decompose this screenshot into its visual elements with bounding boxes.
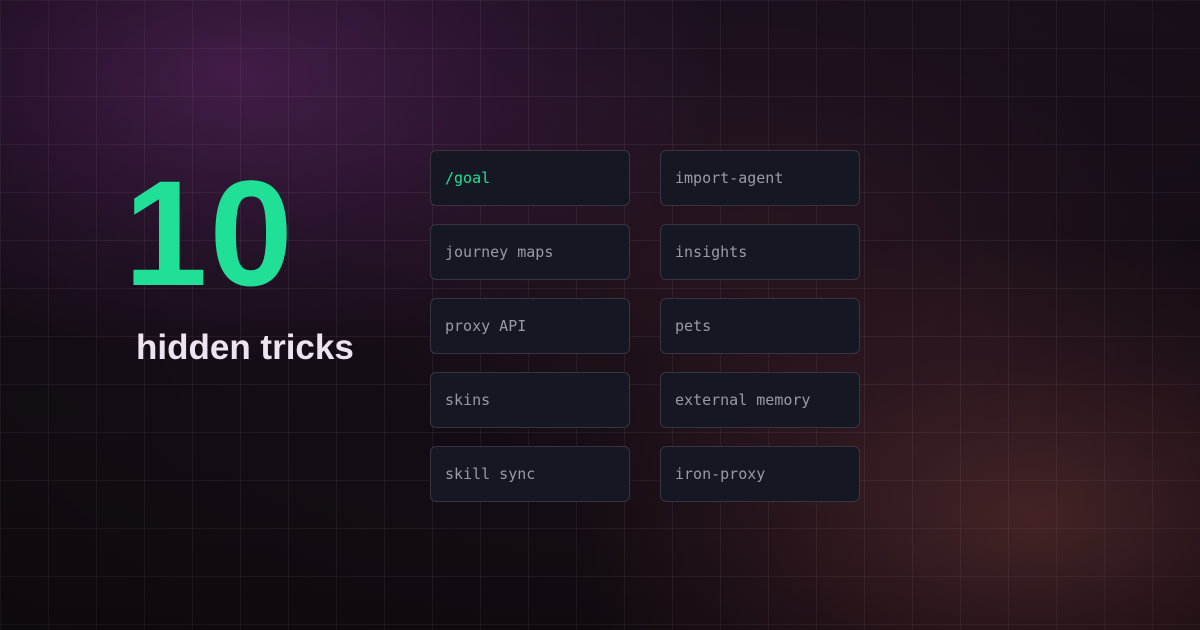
trick-label: skins [445, 391, 491, 409]
tricks-grid: /goal import-agent journey maps insights… [430, 150, 862, 502]
trick-label: /goal [445, 169, 491, 187]
trick-tile-iron-proxy: iron-proxy [660, 446, 860, 502]
trick-tile-skill-sync: skill sync [430, 446, 630, 502]
trick-tile-pets: pets [660, 298, 860, 354]
trick-tile-skins: skins [430, 372, 630, 428]
trick-label: skill sync [445, 465, 536, 483]
trick-label: journey maps [445, 243, 554, 261]
trick-label: insights [675, 243, 748, 261]
trick-tile-import-agent: import-agent [660, 150, 860, 206]
trick-label: import-agent [675, 169, 784, 187]
headline: 10 hidden tricks [124, 149, 404, 367]
trick-label: proxy API [445, 317, 527, 335]
trick-count: 10 [124, 149, 295, 317]
trick-tile-journey-maps: journey maps [430, 224, 630, 280]
trick-label: iron-proxy [675, 465, 766, 483]
trick-tile-proxy-api: proxy API [430, 298, 630, 354]
trick-tile-insights: insights [660, 224, 860, 280]
trick-label: external memory [675, 391, 811, 409]
headline-subtitle: hidden tricks [136, 328, 354, 367]
trick-tile-external-memory: external memory [660, 372, 860, 428]
trick-label: pets [675, 317, 712, 335]
trick-tile-goal: /goal [430, 150, 630, 206]
